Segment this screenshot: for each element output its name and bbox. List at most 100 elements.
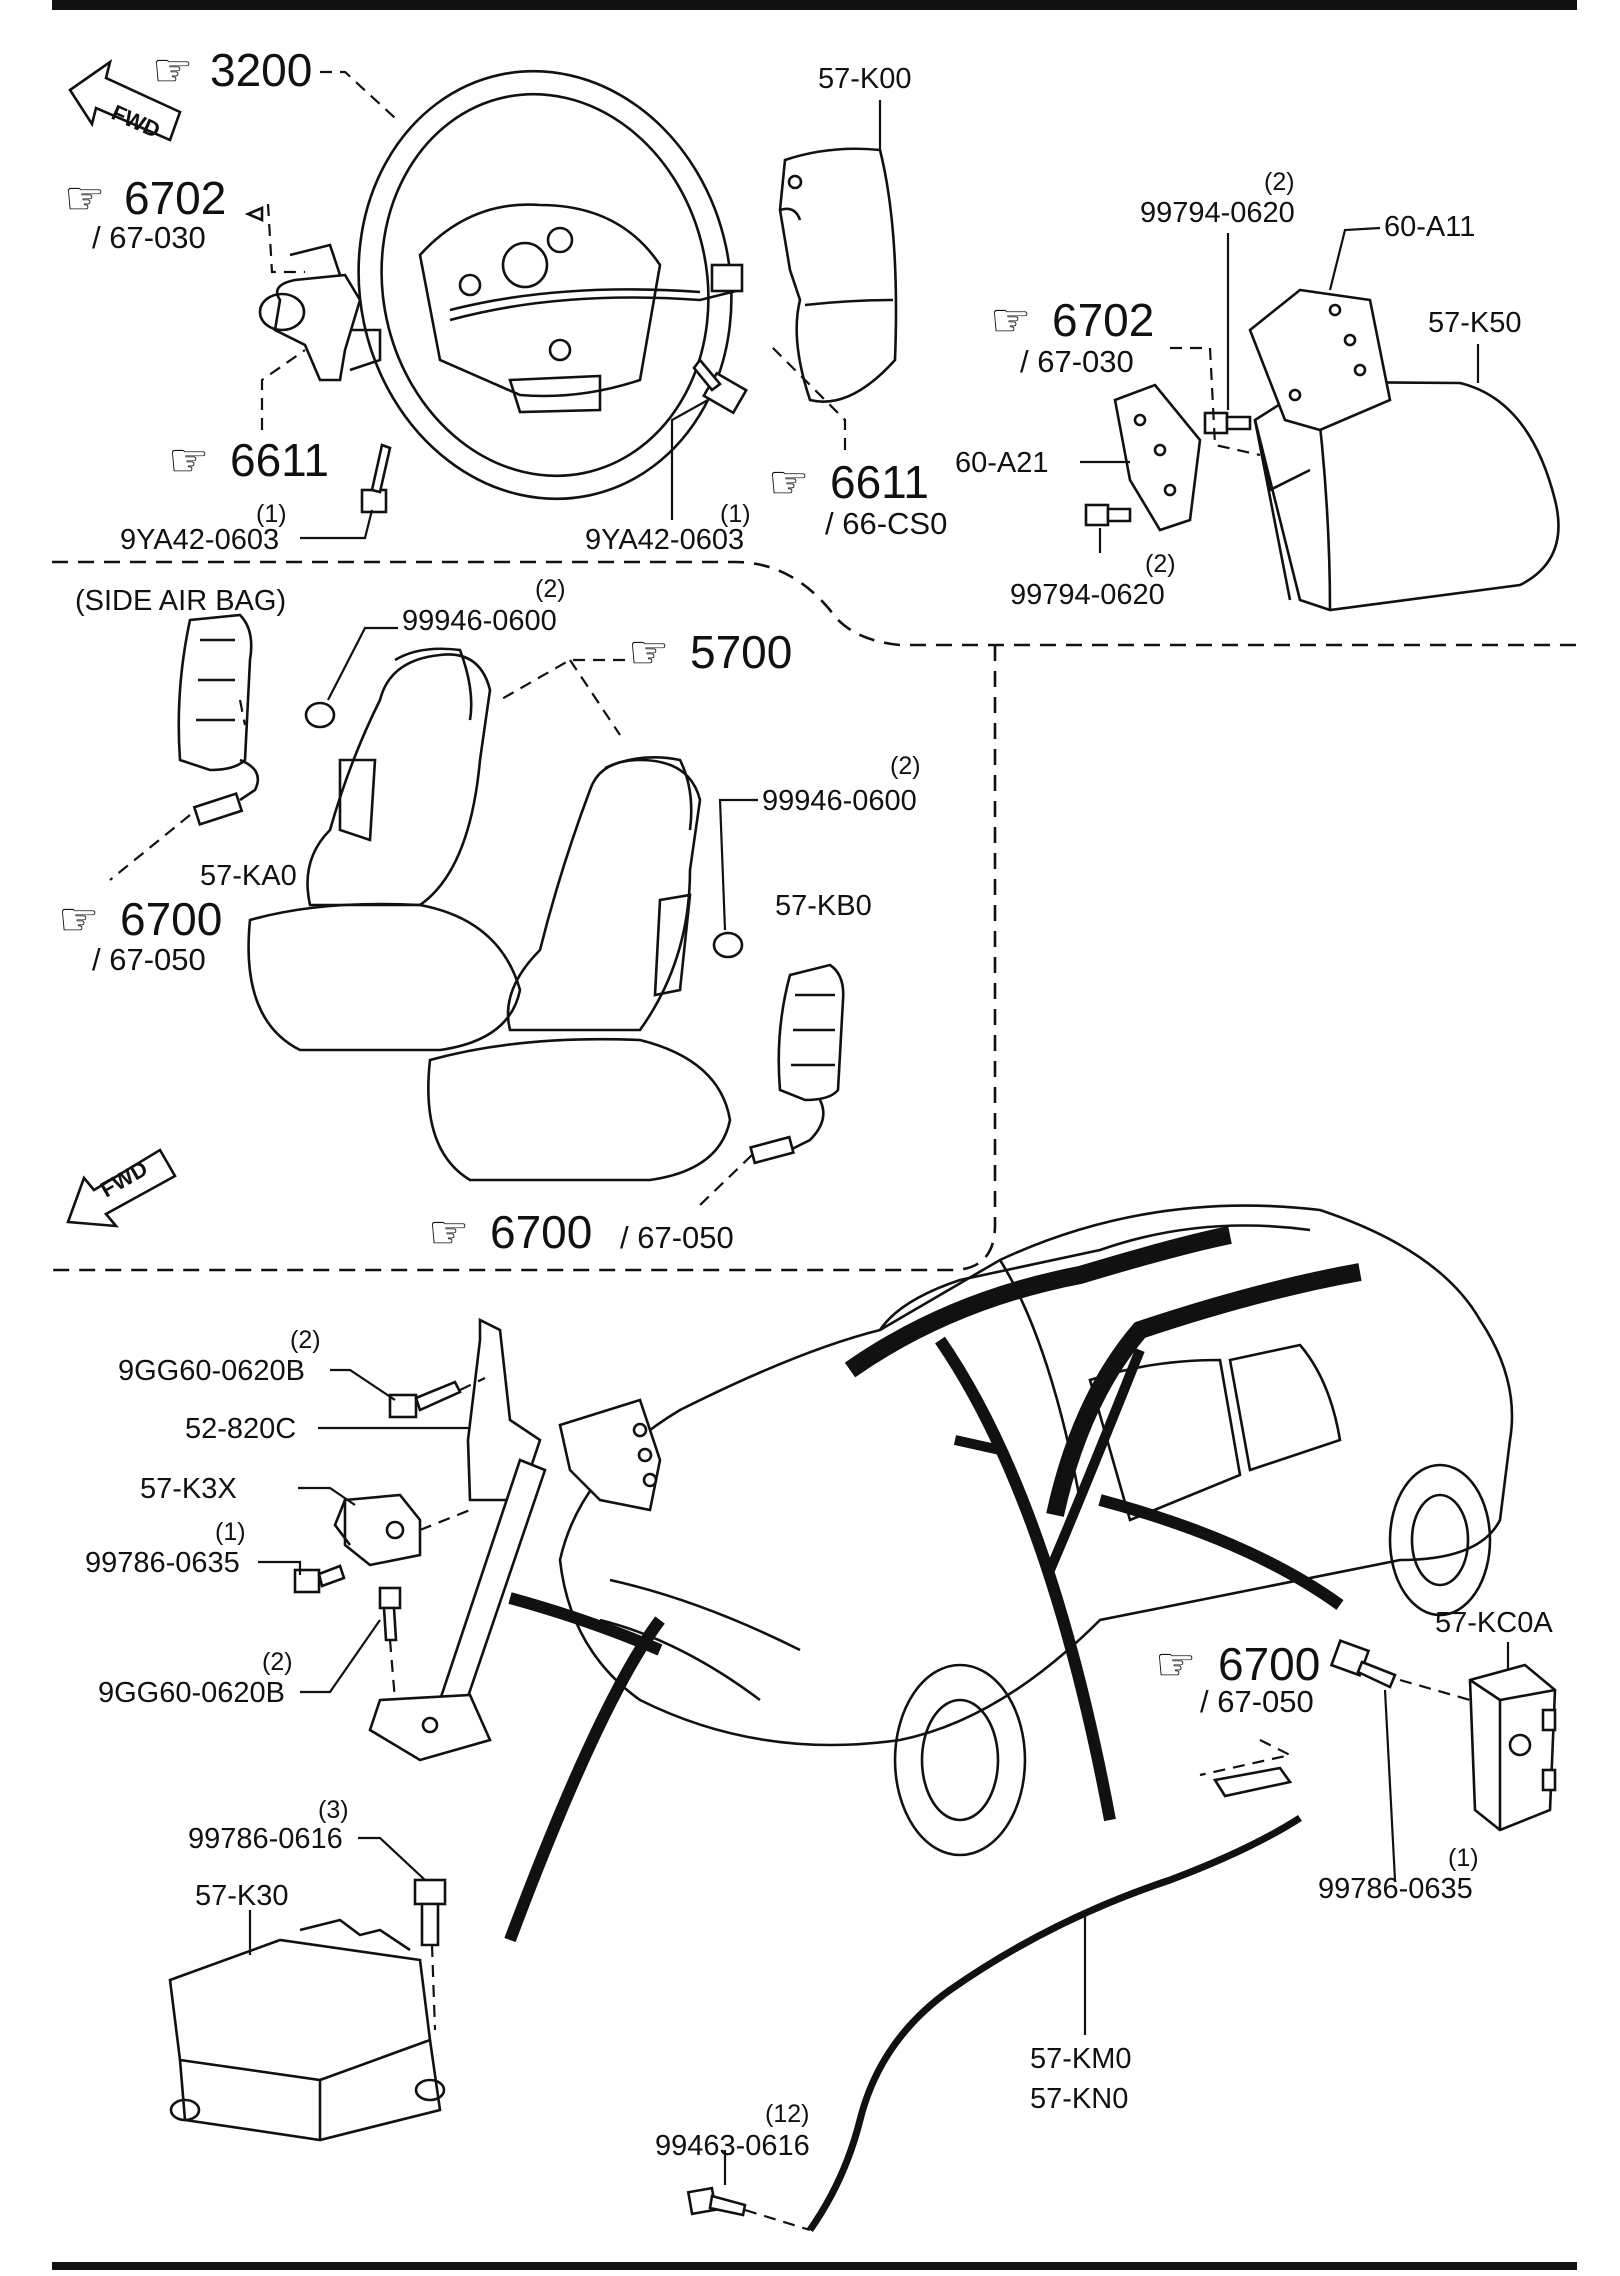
qty-9GG60-top: (2) <box>290 1326 321 1354</box>
leader-9GG60-top-dash <box>459 1377 486 1391</box>
bolt-icon <box>360 357 1252 527</box>
qty-99794-top: (2) <box>1264 168 1295 196</box>
ref-6702-right-sub: / 67-030 <box>1020 344 1134 379</box>
finger-icon: ☞ <box>1155 1638 1196 1690</box>
part-9GG60-top: 9GG60-0620B <box>118 1355 305 1387</box>
callout-band-4 <box>1098 1494 1344 1610</box>
qty-99463: (12) <box>765 2100 809 2128</box>
leader-5700 <box>499 658 625 701</box>
leader-99786-b <box>1383 1689 1397 1881</box>
dash-57KC0A <box>1399 1678 1471 1702</box>
section-label-side-airbag: (SIDE AIR BAG) <box>75 585 286 617</box>
finger-icon: ☞ <box>168 434 209 486</box>
leader-9GG60-top <box>330 1368 396 1401</box>
part-99794-bottom: 99794-0620 <box>1010 579 1165 611</box>
fwd-arrow-icon: FWD <box>68 58 182 143</box>
ref-6700-left-sub: / 67-050 <box>92 942 206 977</box>
part-57KN0: 57-KN0 <box>1030 2083 1128 2115</box>
finger-icon: ☞ <box>990 294 1031 346</box>
leader-99946-bottom <box>718 798 758 931</box>
leader-5700b <box>569 659 621 736</box>
ref-6611-left: 6611 <box>230 434 329 486</box>
finger-icon: ☞ <box>768 456 809 508</box>
leader-6611-right <box>769 344 847 450</box>
curtain-airbag-band <box>844 1226 1232 1378</box>
qty-9YA42-right: (1) <box>720 500 751 528</box>
ref-6700-bottom: 6700 <box>490 1206 592 1258</box>
steering-wheel-drawing <box>357 69 744 501</box>
ref-6611-right: 6611 <box>830 456 929 508</box>
part-57KM0: 57-KM0 <box>1030 2043 1132 2075</box>
part-99463: 99463-0616 <box>655 2130 810 2162</box>
leader-9YA42-left <box>300 509 374 540</box>
ref-6700-bottom-sub: / 67-050 <box>620 1220 734 1255</box>
ref-6700-car-sub: / 67-050 <box>1200 1684 1314 1719</box>
leader-6702-right <box>1170 346 1261 457</box>
finger-icon: ☞ <box>628 626 669 678</box>
ref-6700-left: 6700 <box>120 893 222 945</box>
dash-9GG60-bottom <box>388 1639 397 1701</box>
part-99794-top: 99794-0620 <box>1140 197 1295 229</box>
dash-57K3X <box>419 1508 471 1532</box>
part-9GG60-bottom: 9GG60-0620B <box>98 1677 285 1709</box>
leader-99786-a <box>258 1560 302 1575</box>
callout-band-2 <box>504 1616 665 1943</box>
ref-3200: 3200 <box>210 44 312 96</box>
leader-9YA42-right <box>670 399 709 520</box>
seat-left-drawing <box>247 647 522 1052</box>
airbag-module-57K00-drawing <box>778 147 898 403</box>
qty-99946-bottom: (2) <box>890 752 921 780</box>
part-57KB0: 57-KB0 <box>775 890 872 922</box>
part-99786-a: 99786-0635 <box>85 1547 240 1579</box>
leader-6700-car <box>1199 1739 1294 1777</box>
callout-band-5 <box>953 1348 1145 1572</box>
ref-5700: 5700 <box>690 626 792 678</box>
part-99786-b: 99786-0635 <box>1318 1873 1473 1905</box>
fwd-arrow-icon-2: FWD <box>66 1148 177 1228</box>
crash-sensor-57K3X-drawing <box>333 1493 422 1567</box>
side-airbag-57KA0-drawing <box>177 613 260 826</box>
finger-icon: ☞ <box>428 1206 469 1258</box>
part-57K00: 57-K00 <box>818 63 912 95</box>
part-60A11: 60-A11 <box>1384 211 1475 243</box>
side-sensor-57KC0A-drawing <box>1468 1663 1557 1832</box>
part-60A21: 60-A21 <box>955 447 1049 479</box>
pillar-bracket-52820C-drawing <box>368 1317 662 1762</box>
curtain-connector-icon <box>1212 1766 1293 1798</box>
finger-icon: ☞ <box>152 44 193 96</box>
leader-60A11 <box>1328 226 1381 291</box>
ref-6702-top-sub: / 67-030 <box>92 220 206 255</box>
seat-right-drawing <box>427 756 732 1182</box>
section-divider-top <box>52 560 1577 647</box>
dash-99786-c <box>430 1944 437 2031</box>
leader-57K3X <box>298 1486 356 1506</box>
part-9YA42-left: 9YA42-0603 <box>120 524 279 556</box>
arrow-6702-top-icon <box>244 206 264 222</box>
curtain-airbag-57KM0-drawing <box>807 1815 1302 2233</box>
section-divider-side <box>52 645 997 1272</box>
ref-6702-right: 6702 <box>1052 294 1154 346</box>
top-border-bar <box>52 0 1577 10</box>
part-57KC0A: 57-KC0A <box>1435 1607 1553 1639</box>
nut-icon <box>304 701 744 959</box>
leader-57KA0 <box>238 699 247 726</box>
qty-99786-a: (1) <box>215 1518 246 1546</box>
leader-6702-top <box>266 203 305 274</box>
sas-unit-57K30-drawing <box>168 1918 446 2142</box>
part-99946-top: 99946-0600 <box>402 605 557 637</box>
part-99786-c: 99786-0616 <box>188 1823 343 1855</box>
bracket-60A11-drawing <box>1248 288 1392 432</box>
combination-switch-drawing <box>258 243 382 382</box>
part-9YA42-right: 9YA42-0603 <box>585 524 744 556</box>
part-57K3X: 57-K3X <box>140 1473 237 1505</box>
ref-6702-top: 6702 <box>124 172 226 224</box>
leader-9GG60-bottom <box>300 1619 381 1694</box>
curtain-airbag-band-2 <box>1046 1263 1362 1517</box>
qty-9GG60-bottom: (2) <box>262 1648 293 1676</box>
leader-99946-top <box>327 626 398 701</box>
callout-band <box>935 1336 1116 1822</box>
qty-99794-bottom: (2) <box>1145 550 1176 578</box>
ref-6700-car: 6700 <box>1218 1638 1320 1690</box>
